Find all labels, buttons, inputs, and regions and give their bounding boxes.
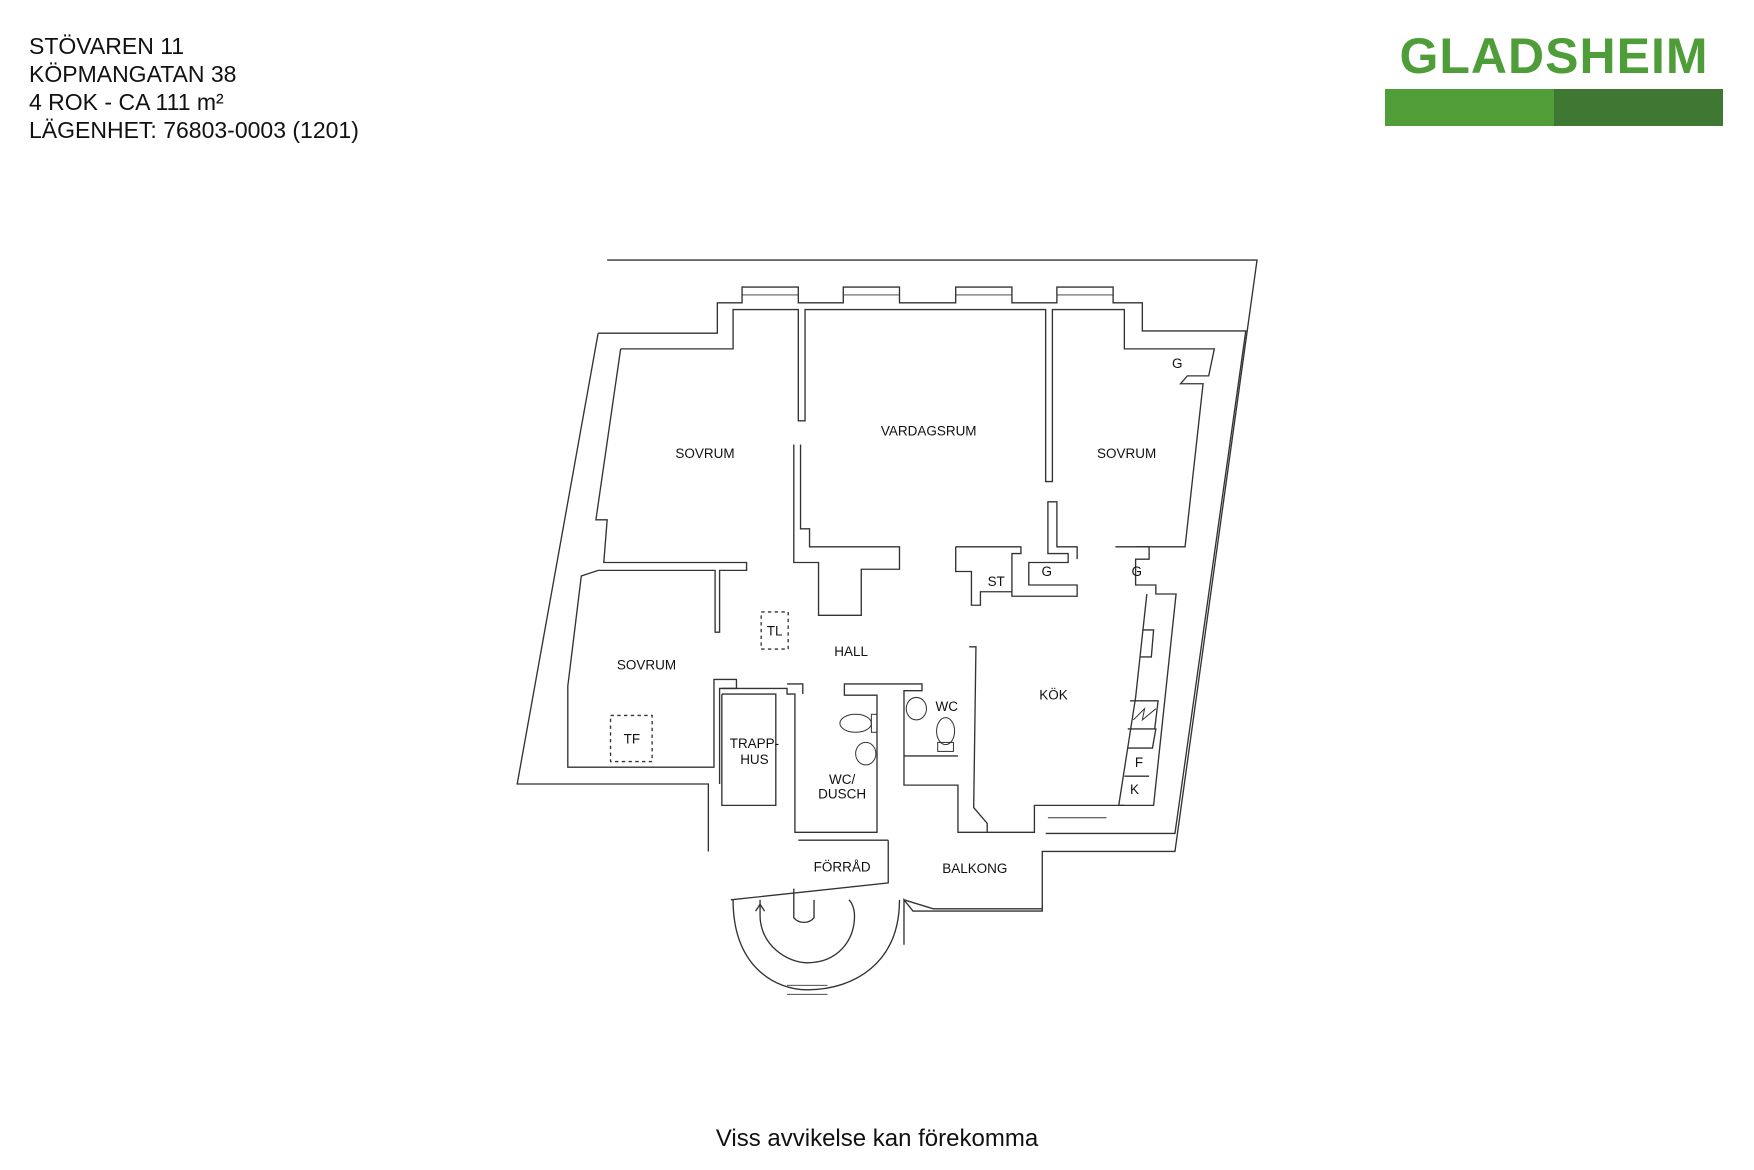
room-label: SOVRUM [617,657,676,672]
room-label: FÖRRÅD [814,860,871,875]
room-label: DUSCH [818,787,866,802]
street-address: KÖPMANGATAN 38 [29,61,237,87]
gladsheim-logo: GLADSHEIM [1385,28,1723,126]
logo-bar [1385,89,1723,126]
stove-icon [1132,707,1157,722]
room-label: WC [935,699,958,714]
room-label: G [1172,356,1183,371]
logo-text: GLADSHEIM [1399,28,1709,84]
outer-wall [607,259,1258,945]
room-label: TRAPP- [730,736,779,751]
room-label: SOVRUM [1097,446,1156,461]
tl-box [760,611,789,650]
room-label: SOVRUM [675,446,734,461]
room-label: TL [767,624,783,639]
room-label: F [1135,755,1143,770]
inner-wall [516,333,710,852]
bath-fixtures [839,696,956,766]
apartment-size: 4 ROK - CA 111 m² [29,89,224,115]
room-label: K [1130,782,1139,797]
tf-box [609,714,653,763]
room-label: ST [988,574,1005,589]
room-label: HUS [740,752,768,767]
property-info: STÖVAREN 11 KÖPMANGATAN 38 4 ROK - CA 11… [29,32,359,144]
room-label: G [1042,564,1053,579]
room-label: BALKONG [942,861,1007,876]
room-label: WC/ [829,772,855,787]
room-label: VARDAGSRUM [881,423,977,438]
property-name: STÖVAREN 11 [29,33,185,59]
apartment-number: LÄGENHET: 76803-0003 (1201) [29,117,359,143]
disclaimer: Viss avvikelse kan förekomma [715,1125,1039,1152]
windows [742,294,1114,995]
room-label: KÖK [1039,688,1067,703]
inner-wall [598,286,1247,835]
staircase [759,888,856,964]
room-label: HALL [834,644,868,659]
room-label: TF [624,732,640,747]
room-label: G [1131,564,1142,579]
